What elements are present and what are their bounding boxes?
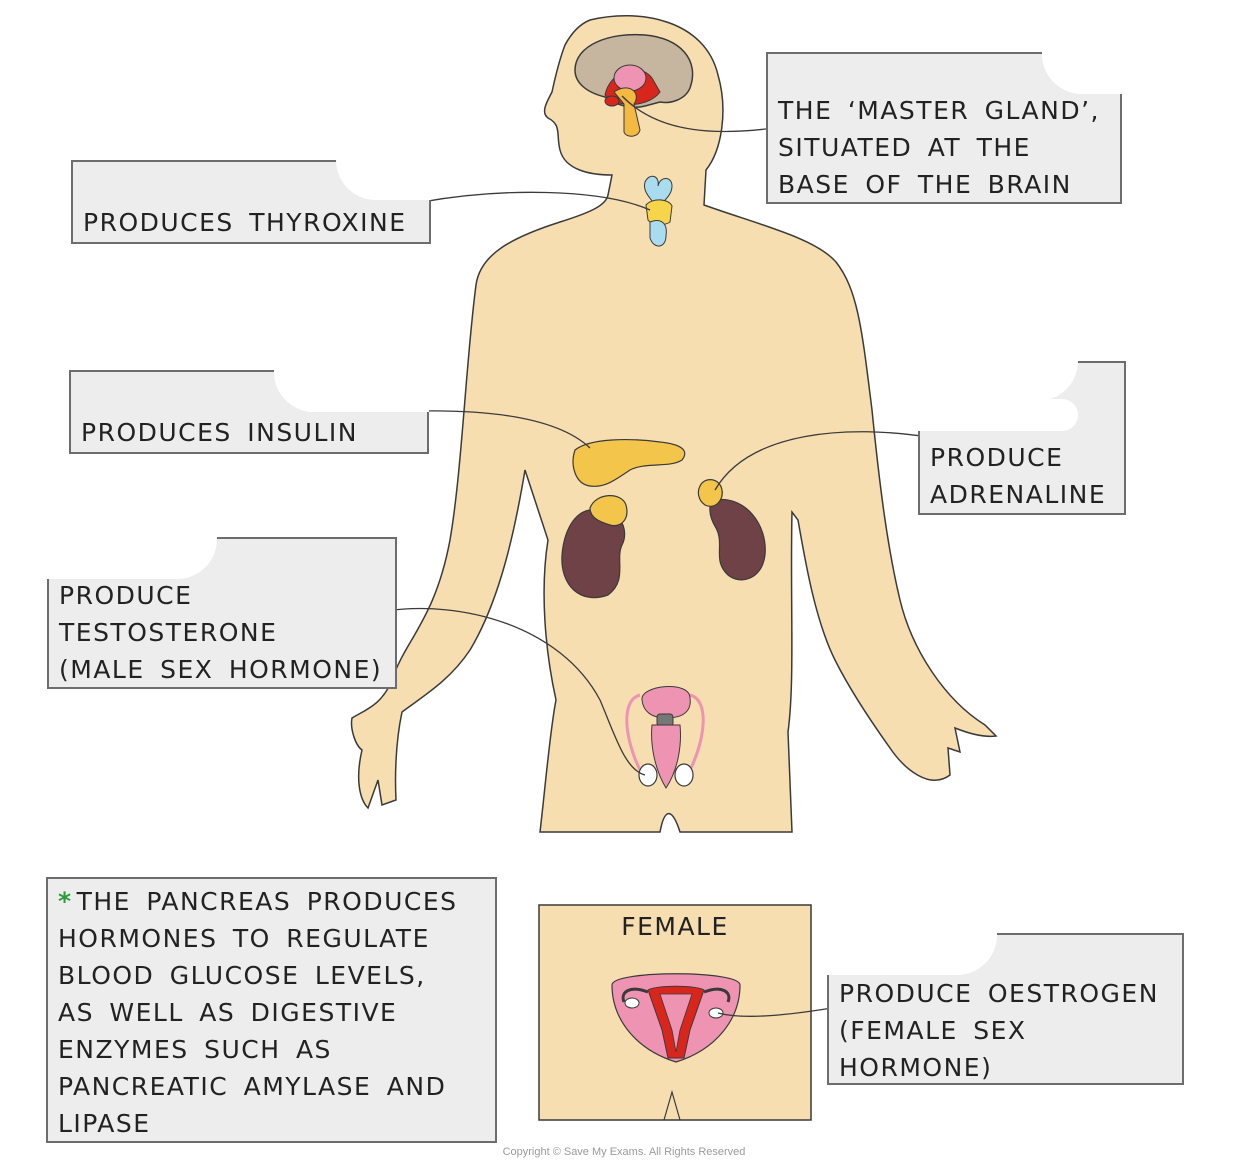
label-thyroid-line-1: PRODUCES THYROXINE	[83, 208, 407, 237]
pancreas-note-line-1-text: THE PANCREAS PRODUCES	[76, 887, 458, 916]
copyright: Copyright © Save My Exams. All Rights Re…	[502, 1146, 746, 1158]
testis-left	[638, 763, 658, 787]
brain-stem	[613, 87, 641, 137]
pancreas-note-line-1: *THE PANCREAS PRODUCES	[58, 883, 485, 920]
fallopian-tubes	[621, 987, 731, 1003]
leader-ovaries	[717, 1006, 839, 1017]
ovary-right	[708, 1007, 724, 1019]
leader-thyroid	[421, 191, 651, 211]
label-pituitary-line-1: THE ‘MASTER GLAND’,	[778, 96, 1101, 125]
pancreas-note-line-5: ENZYMES SUCH AS	[58, 1035, 332, 1064]
testis-right	[674, 763, 694, 787]
female-title: FEMALE	[621, 912, 729, 941]
pancreas-note-line-7: LIPASE	[58, 1109, 151, 1138]
kidney-right	[709, 498, 766, 581]
label-testes: PRODUCE TESTOSTERONE (MALE SEX HORMONE)	[47, 537, 397, 689]
label-pituitary-line-3: BASE OF THE BRAIN	[778, 170, 1072, 199]
penis	[651, 724, 681, 789]
leader-pancreas	[419, 410, 591, 449]
label-adrenal-line-2: ADRENALINE	[930, 480, 1107, 509]
pancreas-note-line-2: HORMONES TO REGULATE	[58, 924, 430, 953]
thalamus	[613, 64, 647, 92]
label-ovaries: PRODUCE OESTROGEN (FEMALE SEX HORMONE)	[827, 933, 1184, 1085]
leader-adrenal	[714, 431, 929, 491]
bladder	[641, 686, 691, 719]
label-pancreas: PRODUCES INSULIN	[69, 370, 429, 454]
ovary-left	[624, 997, 640, 1009]
label-adrenal: PRODUCE ADRENALINE	[918, 361, 1126, 515]
leader-pituitary	[621, 95, 775, 133]
label-testes-line-2: TESTOSTERONE	[59, 618, 278, 647]
pancreas	[572, 439, 686, 487]
vas-deferens	[625, 693, 705, 771]
adrenal-gland-right	[697, 479, 723, 507]
body-silhouette	[350, 15, 998, 833]
label-pancreas-line-1: PRODUCES INSULIN	[81, 418, 358, 447]
female-legs	[663, 1089, 681, 1121]
label-testes-line-3: (MALE SEX HORMONE)	[59, 655, 383, 684]
adrenal-gland-left	[589, 495, 628, 527]
pituitary-gland	[604, 95, 620, 107]
pancreas-note: *THE PANCREAS PRODUCES HORMONES TO REGUL…	[46, 877, 497, 1143]
label-thyroid: PRODUCES THYROXINE	[71, 160, 431, 244]
label-adrenal-line-1: PRODUCE	[930, 443, 1064, 472]
pancreas-note-line-4: AS WELL AS DIGESTIVE	[58, 998, 398, 1027]
pancreas-note-line-3: BLOOD GLUCOSE LEVELS,	[58, 961, 426, 990]
label-pituitary: THE ‘MASTER GLAND’, SITUATED AT THE BASE…	[766, 52, 1122, 204]
label-testes-line-1: PRODUCE	[59, 581, 193, 610]
label-ovaries-line-1: PRODUCE OESTROGEN	[839, 979, 1159, 1008]
label-ovaries-line-2: (FEMALE SEX	[839, 1016, 1027, 1045]
prostate	[656, 713, 674, 727]
label-pituitary-line-2: SITUATED AT THE	[778, 133, 1031, 162]
thyroid-gland-bottom	[649, 220, 667, 247]
kidney-left	[561, 508, 626, 599]
uterus-inner	[659, 993, 693, 1053]
pancreas-note-line-6: PANCREATIC AMYLASE AND	[58, 1072, 447, 1101]
note-star: *	[58, 887, 73, 916]
label-ovaries-line-3: HORMONE)	[839, 1053, 993, 1082]
leader-testes	[385, 607, 646, 776]
